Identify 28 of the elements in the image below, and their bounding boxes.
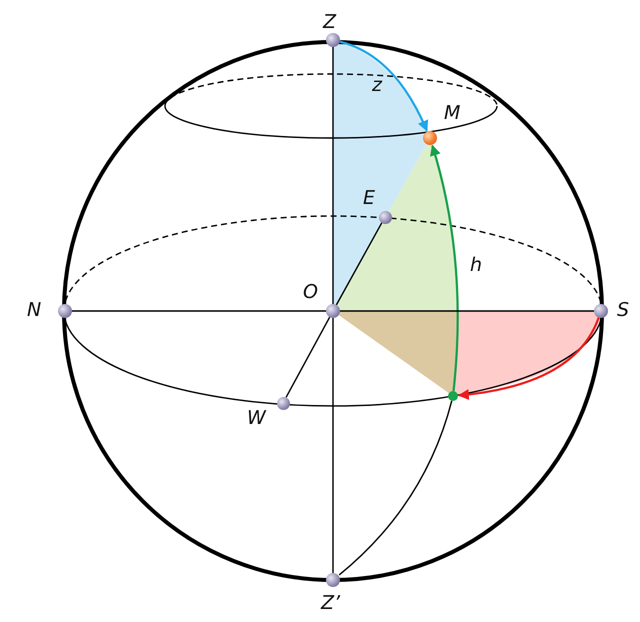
point-marker: [423, 131, 437, 145]
point-label: W: [247, 409, 266, 428]
edge-label: h: [470, 256, 482, 275]
line: [332, 318, 334, 573]
point-label: N: [27, 301, 42, 320]
edge-label: z: [372, 76, 382, 95]
point-label: M: [444, 104, 460, 123]
point-label: Z’: [321, 594, 340, 613]
line: [338, 400, 452, 576]
point-marker: [58, 304, 72, 318]
point-marker: [326, 304, 340, 318]
line: [332, 47, 334, 304]
point-marker: [448, 391, 458, 401]
point-label: E: [363, 189, 376, 208]
point-marker: [594, 304, 608, 318]
line: [340, 310, 594, 312]
point-label: Z: [323, 13, 336, 32]
line: [286, 316, 330, 398]
line: [72, 310, 326, 312]
point-label: O: [303, 283, 318, 302]
arc-arrow: [340, 40, 428, 132]
point-marker: [276, 396, 290, 410]
point-marker: [326, 33, 340, 47]
arc-arrow: [458, 317, 600, 400]
arc-arrow: [430, 144, 459, 392]
point-marker: [326, 573, 340, 587]
point-label: S: [617, 301, 630, 320]
line: [336, 222, 382, 306]
